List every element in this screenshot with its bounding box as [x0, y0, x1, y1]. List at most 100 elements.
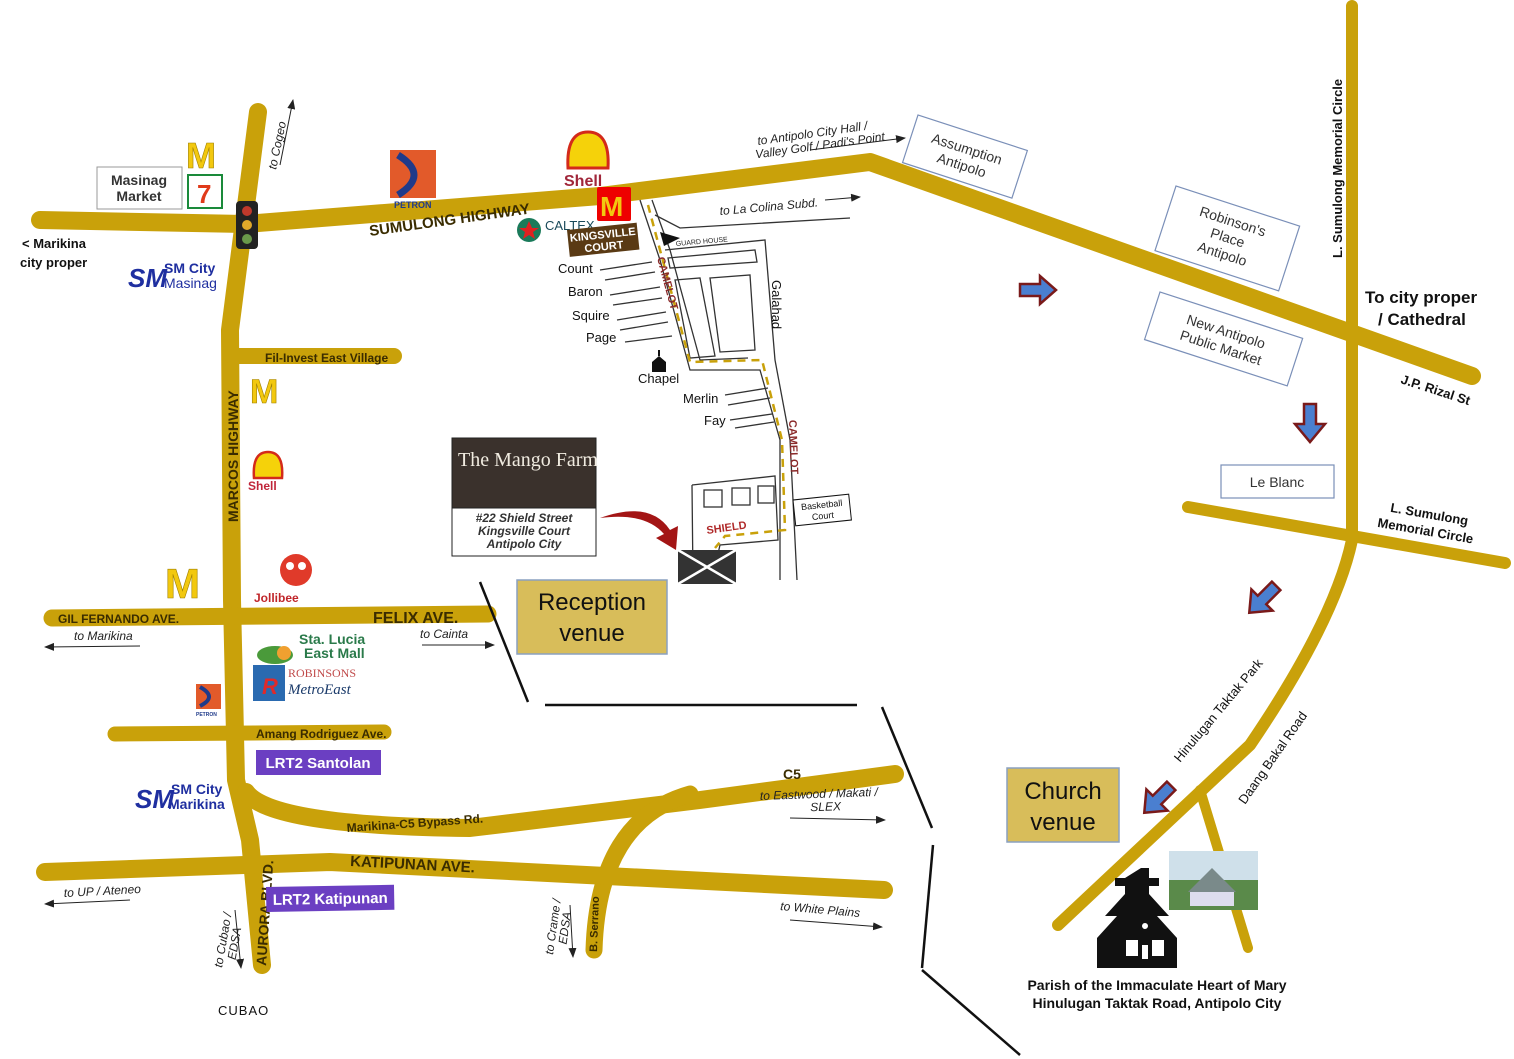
street-galahad: Galahad [769, 280, 784, 329]
shell-logo-icon: Shell [248, 450, 284, 493]
mcdonalds-logo-icon: M [597, 187, 631, 222]
label-marcos-highway: MARCOS HIGHWAY [225, 390, 241, 522]
label-amang-rodriguez: Amang Rodriguez Ave. [256, 727, 386, 741]
label-felix-ave: FELIX AVE. [373, 610, 458, 627]
svg-text:venue: venue [559, 620, 624, 647]
route-arrow-right-icon [1018, 273, 1058, 307]
mcdonalds-logo-icon: M [186, 135, 216, 176]
guard-house-label: GUARD HOUSE [676, 236, 729, 248]
svg-text:SM City: SM City [164, 260, 216, 276]
svg-text:PETRON: PETRON [196, 712, 217, 718]
route-arrow-down-left-icon [1247, 579, 1283, 615]
label-daang-bakal: Daang Bakal Road [1235, 709, 1310, 807]
street-fay: Fay [704, 413, 726, 428]
dir-eastwood: to Eastwood / Makati / SLEX [760, 785, 880, 814]
sm-masinag: SM SM City Masinag [128, 260, 217, 293]
svg-text:Court: Court [811, 510, 834, 522]
bypass-road [237, 765, 904, 837]
svg-text:East Mall: East Mall [304, 645, 365, 661]
svg-text:SM City: SM City [171, 781, 223, 797]
reception-venue-box: Reception venue [516, 579, 668, 655]
mcdonalds-logo-icon: M [250, 373, 278, 411]
le-blanc: Le Blanc [1220, 464, 1335, 499]
street-squire: Squire [572, 308, 610, 323]
shell-logo-icon: Shell [564, 130, 610, 190]
street-merlin: Merlin [683, 391, 718, 406]
svg-text:SM: SM [128, 263, 168, 293]
church-photo [1169, 851, 1258, 910]
dir-la-colina: to La Colina Subd. [719, 195, 819, 218]
label-gil-fernando: GIL FERNANDO AVE. [58, 612, 179, 626]
svg-text:Antipolo City: Antipolo City [486, 537, 563, 551]
dir-up-ateneo: to UP / Ateneo [63, 882, 141, 900]
label-l-sumulong-vertical: L. Sumulong Memorial Circle [1330, 79, 1345, 258]
church-icon [1097, 868, 1177, 968]
mango-farm-card: The Mango Farm #22 Shield Street Kingsvi… [451, 437, 598, 557]
svg-text:Masinag: Masinag [111, 172, 167, 188]
dir-city-proper-2: / Cathedral [1378, 310, 1466, 329]
dir-crame-edsa: to Crame / EDSA [542, 896, 574, 955]
felix-ave-road [43, 605, 497, 627]
destination-marker [677, 548, 737, 586]
guard-house-icon [660, 232, 680, 246]
parish-address: Hinulugan Taktak Road, Antipolo City [1033, 995, 1282, 1011]
street-page: Page [586, 330, 616, 345]
dir-to-marikina: to Marikina [74, 629, 133, 643]
svg-text:to Eastwood / Makati /: to Eastwood / Makati / [760, 785, 880, 803]
svg-text:PETRON: PETRON [394, 200, 432, 210]
mango-farm-logo: The Mango Farm [458, 449, 598, 471]
robinsons-metroeast: R ROBINSONS MetroEast [253, 665, 356, 701]
svg-text:R: R [262, 674, 278, 699]
svg-text:LRT2 Santolan: LRT2 Santolan [265, 755, 370, 772]
svg-text:Church: Church [1024, 778, 1101, 805]
dir-marikina-proper-2: city proper [20, 255, 87, 270]
church-venue-box: Church venue [1006, 767, 1120, 843]
svg-text:Market: Market [116, 188, 161, 204]
sm-marikina: SM SM City Marikina [135, 781, 225, 814]
lrt2-santolan-badge: LRT2 Santolan [256, 750, 381, 775]
street-camelot-lower: CAMELOT [786, 420, 800, 475]
svg-text:SLEX: SLEX [810, 799, 842, 814]
label-c5: C5 [783, 766, 801, 782]
assumption-antipolo: Assumption Antipolo [901, 114, 1029, 199]
svg-text:Masinag: Masinag [164, 275, 217, 291]
svg-text:Shell: Shell [248, 479, 277, 493]
l-sumulong-vertical-road [1052, 0, 1358, 931]
svg-text:venue: venue [1030, 809, 1095, 836]
kingsville-streets: Count Baron Squire Page Merlin Fay CAMEL… [558, 199, 852, 586]
serrano-road [585, 785, 699, 959]
label-katipunan: KATIPUNAN AVE. [350, 853, 475, 877]
masinag-market: Masinag Market [96, 166, 183, 210]
dir-white-plains: to White Plains [780, 899, 861, 920]
traffic-light-icon [236, 201, 258, 249]
svg-text:SM: SM [135, 784, 175, 814]
svg-text:M: M [600, 191, 623, 222]
sta-lucia-east-mall: Sta. Lucia East Mall [257, 631, 365, 664]
svg-text:LRT2 Katipunan: LRT2 Katipunan [273, 890, 388, 909]
basketball-court: Basketball Court [792, 493, 852, 527]
new-antipolo-public-market: New Antipolo Public Market [1143, 291, 1304, 387]
petron-logo-icon: PETRON [390, 150, 436, 210]
route-arrow-down-icon [1292, 402, 1328, 444]
red-curved-arrow-icon [600, 511, 678, 550]
label-aurora: AURORA BLVD. [253, 860, 276, 967]
chapel-label: Chapel [638, 371, 679, 386]
label-filinvest: Fil-Invest East Village [265, 351, 388, 365]
parish-name: Parish of the Immaculate Heart of Mary [1027, 977, 1286, 993]
seven-eleven-logo-icon: 7 [187, 174, 223, 209]
svg-text:Jollibee: Jollibee [254, 591, 299, 605]
svg-text:COURT: COURT [584, 239, 624, 255]
jollibee-logo: Jollibee [254, 554, 312, 605]
street-shield: SHIELD [706, 519, 748, 537]
svg-text:MetroEast: MetroEast [287, 682, 352, 698]
label-cubao: CUBAO [218, 1003, 269, 1018]
svg-text:ROBINSONS: ROBINSONS [288, 666, 356, 680]
l-sumulong-circle-road [1182, 501, 1511, 569]
amang-rodriguez-road [107, 724, 392, 742]
connector-lines [478, 581, 1021, 1056]
mcdonalds-logo-icon: M [165, 560, 200, 607]
street-count: Count [558, 261, 593, 276]
svg-text:Shell: Shell [564, 173, 602, 190]
